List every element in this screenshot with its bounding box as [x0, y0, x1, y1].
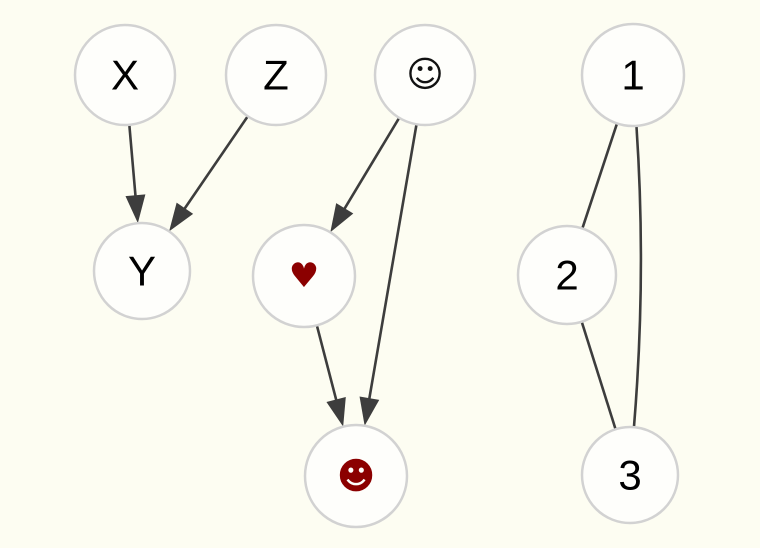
- edge-line: [581, 123, 619, 229]
- node-circle: [580, 22, 686, 128]
- node-darksmiley[interactable]: ☻: [303, 423, 409, 529]
- arrowhead-icon: [326, 397, 346, 427]
- node-smiley[interactable]: ☺: [373, 23, 477, 127]
- node-label: ☺: [406, 55, 444, 96]
- edge-line: [182, 115, 249, 211]
- edge-line: [367, 124, 418, 401]
- edge-line: [342, 117, 401, 211]
- nodes-layer: X Z ☺ 1Y ♥ 2 ☻ 3: [73, 22, 686, 529]
- edge-Z-Y: [169, 115, 249, 232]
- node-label: ☻: [337, 455, 376, 498]
- node-circle: [251, 223, 357, 329]
- node-label: Z: [263, 52, 289, 99]
- node-circle: [580, 425, 680, 525]
- arrowhead-icon: [169, 202, 194, 232]
- node-X[interactable]: X: [73, 23, 177, 127]
- node-label: 2: [555, 252, 578, 299]
- node-label: Y: [128, 248, 156, 295]
- arrowhead-icon: [359, 396, 380, 426]
- node-circle: [516, 224, 618, 326]
- node-label: ♥: [289, 256, 319, 296]
- edge-smiley-darksmiley: [359, 124, 418, 426]
- node-Z[interactable]: Z: [224, 23, 328, 127]
- arrowhead-icon: [330, 203, 354, 233]
- node-label: 1: [621, 52, 644, 99]
- node-1[interactable]: 1: [580, 22, 686, 128]
- node-circle: [73, 23, 177, 127]
- node-heart[interactable]: ♥: [251, 223, 357, 329]
- node-label: X: [111, 52, 139, 99]
- node-circle: [224, 23, 328, 127]
- edge-line: [632, 125, 643, 428]
- edge-line: [315, 325, 338, 402]
- node-circle: [373, 23, 477, 127]
- edge-1-2: [581, 123, 619, 229]
- edge-heart-darksmiley: [315, 325, 346, 427]
- edge-line: [580, 321, 617, 430]
- edge-1-3: [632, 125, 643, 428]
- node-label: 3: [618, 452, 641, 499]
- edge-2-3: [580, 321, 617, 430]
- node-3[interactable]: 3: [580, 425, 680, 525]
- arrowhead-icon: [125, 194, 146, 224]
- edge-line: [128, 124, 137, 198]
- edges-layer: [125, 115, 643, 430]
- node-circle: [92, 221, 192, 321]
- node-2[interactable]: 2: [516, 224, 618, 326]
- edge-smiley-heart: [330, 117, 401, 233]
- node-Y[interactable]: Y: [92, 221, 192, 321]
- edge-X-Y: [125, 124, 146, 224]
- node-circle: [303, 423, 409, 529]
